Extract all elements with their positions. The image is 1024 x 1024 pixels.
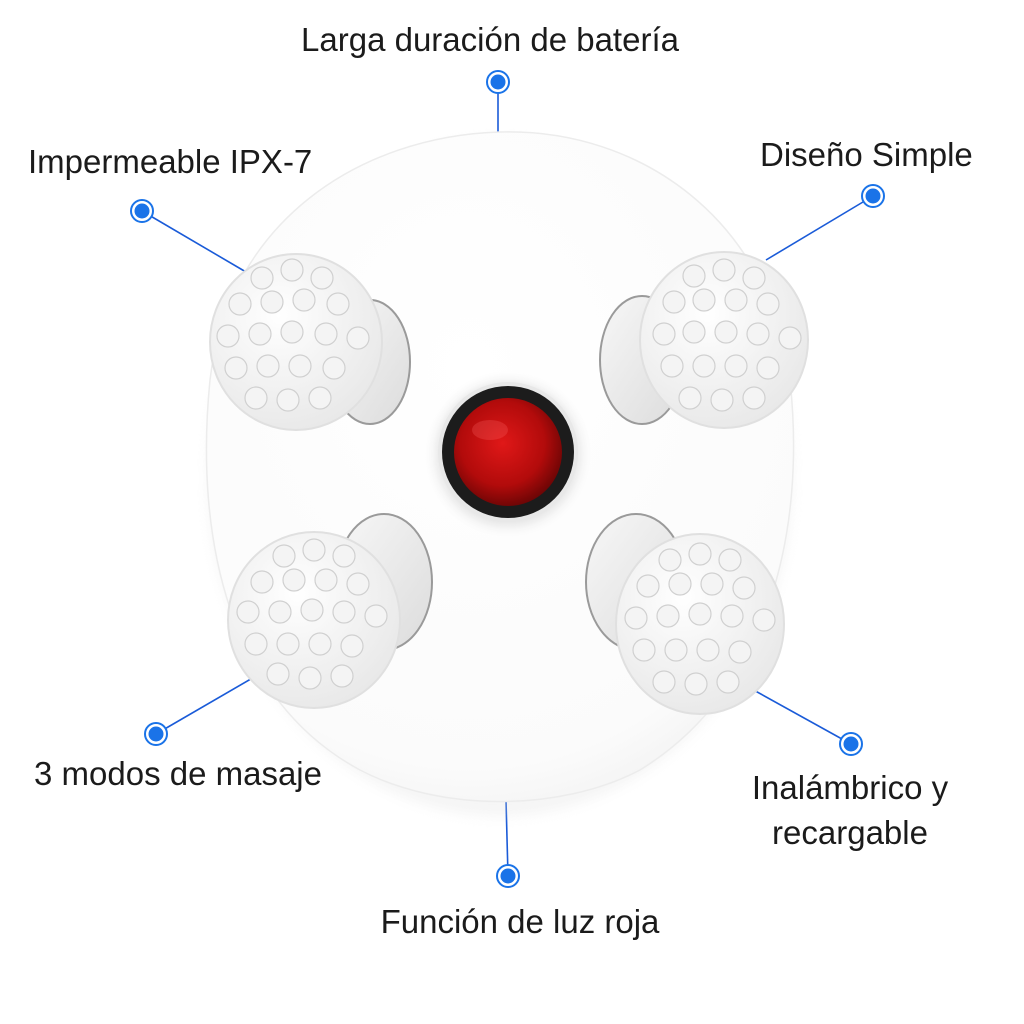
massage-head-bottom-right [615,533,785,715]
massage-head-top-left [209,253,383,431]
feature-label-red-light: Función de luz roja [380,903,660,940]
callout-dot-icon [496,864,520,888]
callout-line-wireless [749,687,852,745]
callout-dots [130,70,885,888]
callout-dot-icon [861,184,885,208]
callout-line-modes [155,675,257,735]
feature-label-wireless: Inalámbrico y recargable [751,769,949,851]
callout-dot-icon [486,70,510,94]
callout-dot-icon [839,732,863,756]
massage-head-bottom-left [227,531,401,709]
feature-label-design: Diseño Simple [760,136,973,173]
feature-label-modes: 3 modos de masaje [34,755,322,792]
callout-dot-icon [130,199,154,223]
red-light-lens [436,382,580,526]
callout-dot-icon [144,722,168,746]
massage-head-top-right [639,251,809,429]
feature-label-battery: Larga duración de batería [301,21,679,58]
callout-line-waterproof [141,210,247,273]
callout-line-design [765,195,874,261]
feature-label-waterproof: Impermeable IPX-7 [28,143,313,180]
callout-lines [141,82,874,877]
